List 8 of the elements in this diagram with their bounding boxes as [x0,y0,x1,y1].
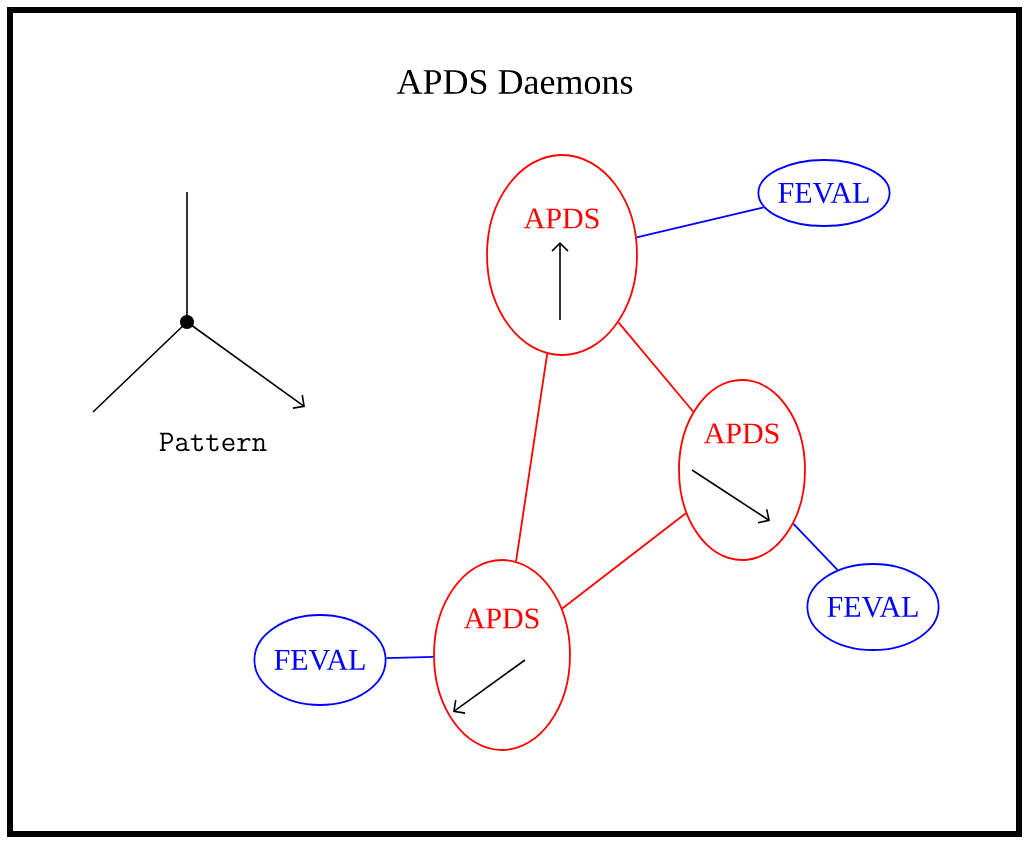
title: APDS Daemons [396,69,633,95]
connector-line [515,353,549,563]
connector-line [635,206,765,239]
pattern-label: Pattern [159,432,267,452]
connector-line [617,321,694,413]
connector-line [561,512,687,610]
connector-line [792,522,839,571]
connector-line [385,656,434,660]
